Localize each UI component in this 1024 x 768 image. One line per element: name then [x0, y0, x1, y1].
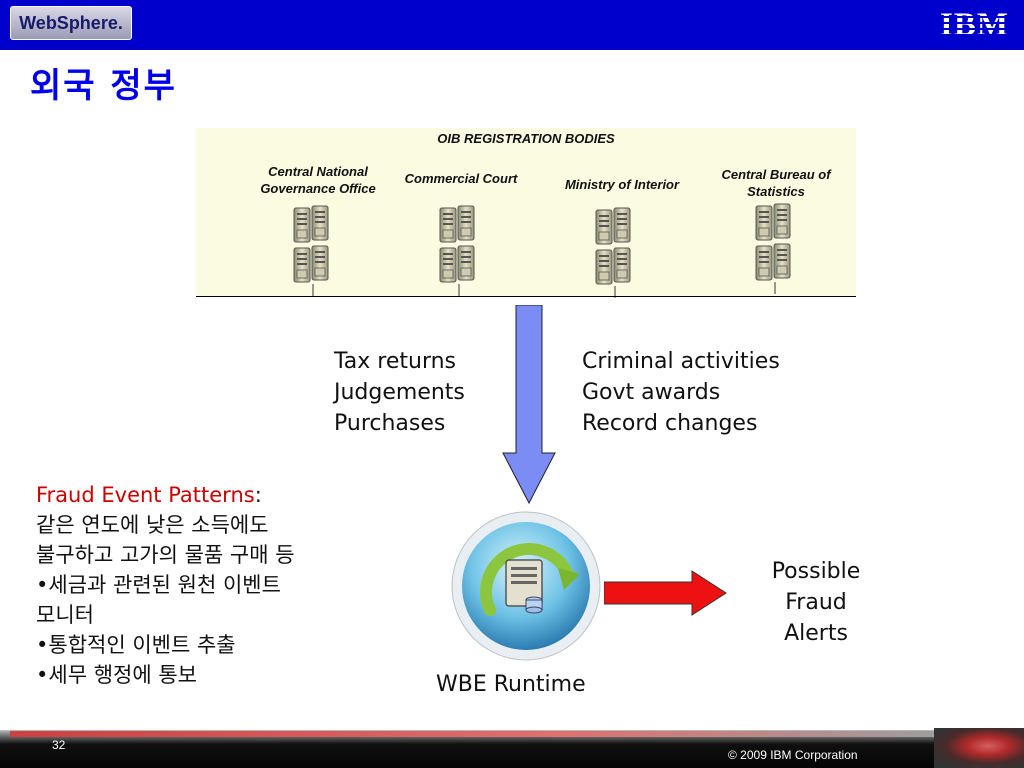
fraud-line: 불구하고 고가의 물품 구매 등	[36, 543, 295, 567]
fraud-line: 같은 연도에 낮은 소득에도	[36, 513, 269, 537]
header-bar: WebSphere. IBM	[0, 0, 1024, 50]
fraud-patterns: Fraud Event Patterns: 같은 연도에 낮은 소득에도 불구하…	[36, 480, 295, 690]
panel-title: OIB REGISTRATION BODIES	[437, 131, 615, 146]
slide-title: 외국 정부	[30, 66, 177, 106]
event-item: Tax returns	[334, 349, 457, 374]
fraud-alerts-output: Possible Fraud Alerts	[756, 556, 876, 649]
event-item: Record changes	[582, 411, 758, 436]
alerts-line: Fraud	[785, 590, 847, 615]
wbe-runtime-label: WBE Runtime	[436, 672, 586, 697]
down-arrow	[502, 305, 556, 505]
server-icon	[290, 204, 336, 296]
copyright-notice: © 2009 IBM Corporation	[728, 748, 858, 762]
ibm-logo-text: IBM	[940, 7, 1009, 43]
right-arrow	[604, 570, 727, 616]
server-icon	[592, 206, 638, 298]
event-list-left: Tax returns Judgements Purchases	[334, 346, 465, 439]
right-arrow-shape	[604, 570, 727, 616]
event-list-right: Criminal activities Govt awards Record c…	[582, 346, 780, 439]
footer-bar: 32 © 2009 IBM Corporation	[0, 728, 1024, 768]
wbe-runtime-icon	[451, 511, 601, 661]
server-icon	[752, 202, 798, 294]
alerts-line: Alerts	[784, 621, 848, 646]
event-item: Purchases	[334, 411, 446, 436]
event-item: Judgements	[334, 380, 465, 405]
server-icon	[436, 204, 482, 296]
fraud-line: 모니터	[36, 603, 94, 627]
car-image	[934, 728, 1024, 768]
fraud-heading: Fraud Event Patterns:	[36, 483, 262, 507]
footer-accent-stripe	[10, 731, 934, 737]
ibm-logo: IBM	[940, 7, 1014, 43]
event-item: Govt awards	[582, 380, 721, 405]
fraud-line: •통합적인 이벤트 추출	[36, 633, 236, 657]
panel-divider	[196, 296, 856, 297]
alerts-line: Possible	[771, 559, 861, 584]
event-item: Criminal activities	[582, 349, 780, 374]
body-label-ministry: Ministry of Interior	[564, 177, 680, 192]
page-number: 32	[52, 738, 66, 752]
fraud-line: •세무 행정에 통보	[36, 663, 197, 687]
body-label-court: Commercial Court	[404, 171, 518, 186]
down-arrow-shape	[502, 305, 556, 505]
websphere-logo: WebSphere.	[10, 6, 132, 40]
fraud-line: •세금과 관련된 원천 이벤트	[36, 573, 281, 597]
registration-bodies-panel: OIB REGISTRATION BODIES Central National…	[196, 128, 856, 296]
